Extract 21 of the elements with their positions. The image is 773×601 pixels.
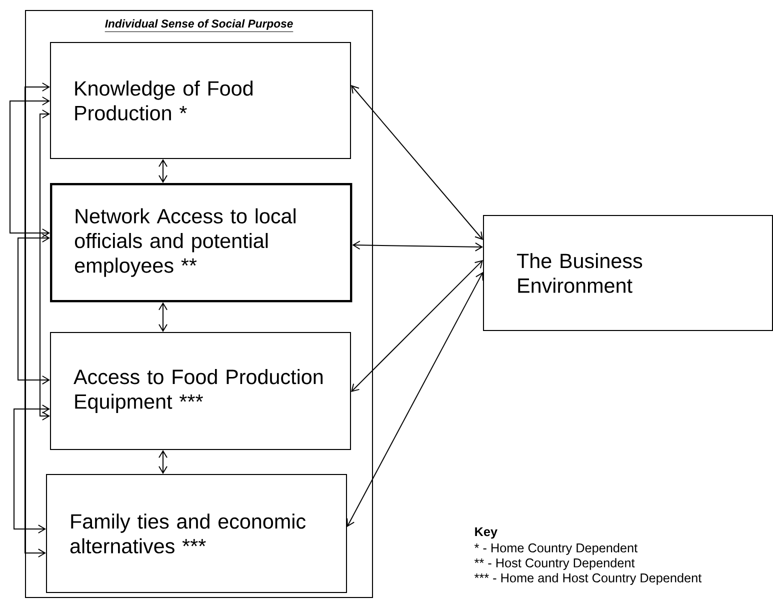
arrow — [351, 85, 483, 240]
key-entry: * - Home Country Dependent — [474, 543, 638, 555]
factor-box: Network Access to local officials and potential employees ** — [50, 183, 352, 302]
arrow — [351, 260, 483, 392]
arrow — [10, 96, 50, 238]
arrow — [24, 82, 50, 558]
arrow — [14, 404, 50, 534]
arrow — [352, 240, 483, 252]
key-heading: Key — [475, 527, 498, 539]
arrow — [158, 450, 168, 474]
environment-box: The Business Environment — [483, 215, 773, 331]
arrow — [346, 272, 484, 527]
arrow — [40, 110, 50, 420]
arrow — [158, 159, 168, 183]
factor-box: Knowledge of Food Production * — [50, 42, 351, 159]
factor-box: Family ties and economic alternatives *** — [46, 474, 347, 593]
key-entry: *** - Home and Host Country Dependent — [474, 573, 702, 585]
arrow — [18, 234, 50, 384]
arrow — [158, 302, 168, 332]
key-entry: ** - Host Country Dependent — [474, 558, 635, 570]
factor-box: Access to Food Production Equipment *** — [50, 332, 351, 450]
